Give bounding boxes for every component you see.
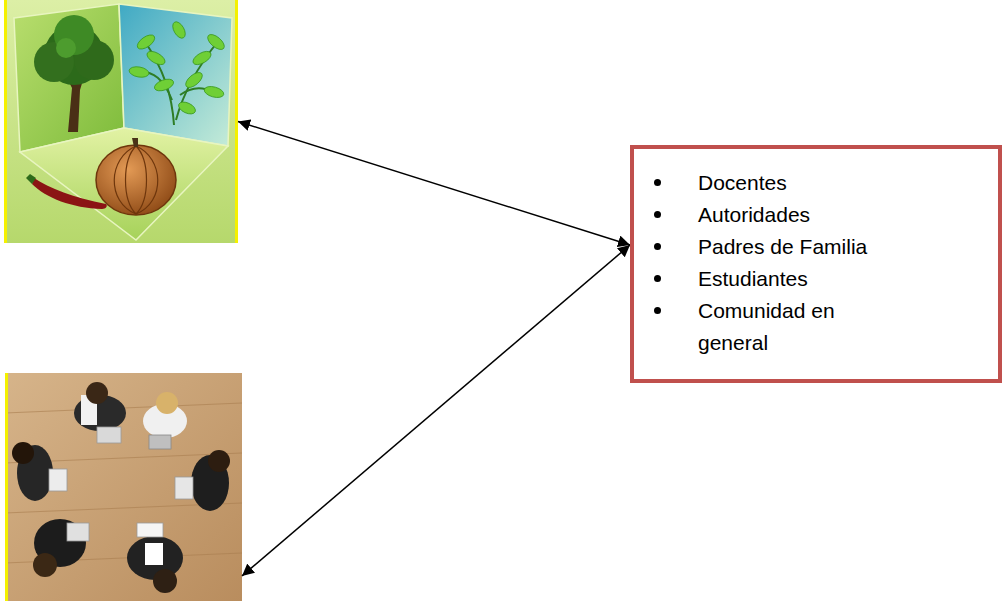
list-item: Estudiantes bbox=[654, 263, 986, 295]
list-text: Estudiantes bbox=[698, 263, 893, 295]
people-photo bbox=[5, 373, 242, 601]
list-text: Docentes bbox=[698, 167, 893, 199]
bullet-dot bbox=[654, 307, 661, 314]
list-text: Padres de Familia bbox=[698, 231, 893, 263]
list-box: DocentesAutoridadesPadres de FamiliaEstu… bbox=[630, 145, 1002, 383]
list-text: Comunidad en general bbox=[698, 295, 893, 359]
list-text: Autoridades bbox=[698, 199, 893, 231]
bullet-dot bbox=[654, 275, 661, 282]
list-item: Docentes bbox=[654, 167, 986, 199]
cube-illustration bbox=[4, 0, 238, 243]
double-arrow bbox=[242, 245, 630, 576]
bullet-dot bbox=[654, 179, 661, 186]
illustration-frame bbox=[4, 0, 238, 243]
bullet-dot bbox=[654, 211, 661, 218]
bullet-dot bbox=[654, 243, 661, 250]
double-arrow bbox=[238, 122, 630, 245]
list-item: Comunidad en general bbox=[654, 295, 986, 359]
list-item: Padres de Familia bbox=[654, 231, 986, 263]
list-item: Autoridades bbox=[654, 199, 986, 231]
photo-frame bbox=[5, 373, 242, 601]
